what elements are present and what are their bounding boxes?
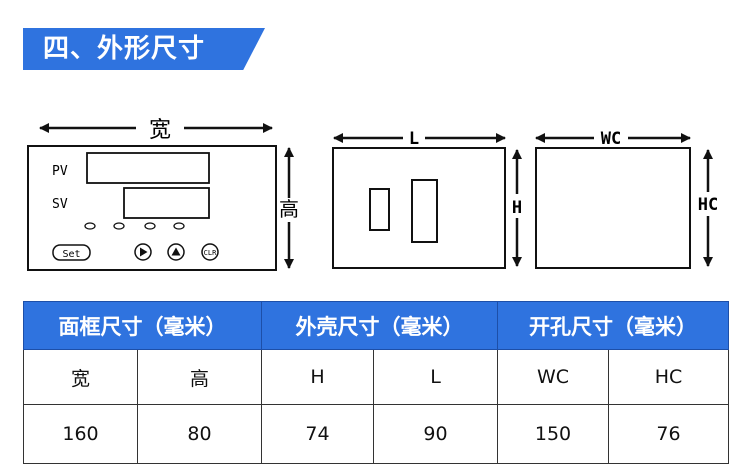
set-button-shape bbox=[52, 244, 91, 261]
length-label: L bbox=[409, 129, 419, 149]
height-label: 高 bbox=[279, 197, 299, 221]
clr-button-shape bbox=[201, 243, 219, 261]
value-cell: 160 bbox=[23, 404, 138, 464]
column-label: 高 bbox=[137, 349, 262, 405]
led-indicator bbox=[113, 222, 125, 230]
led-indicator bbox=[144, 222, 156, 230]
cutout-width-label: WC bbox=[601, 129, 621, 149]
value-cell: 80 bbox=[137, 404, 262, 464]
value-cell: 74 bbox=[261, 404, 374, 464]
cutout-view: WC HC bbox=[535, 129, 718, 269]
sv-label: SV bbox=[52, 197, 68, 212]
table-header-row: 面框尺寸（毫米） 外壳尺寸（毫米） 开孔尺寸（毫米） bbox=[23, 301, 729, 350]
column-label: 宽 bbox=[23, 349, 138, 405]
column-label: H bbox=[261, 349, 374, 405]
pv-display bbox=[86, 152, 210, 184]
side-height-label: H bbox=[512, 198, 522, 218]
dimension-diagram: 宽 高 PV SV Set CLR L bbox=[27, 118, 718, 271]
terminal-slot-small bbox=[369, 188, 390, 231]
pv-label: PV bbox=[52, 164, 68, 179]
side-view: L H bbox=[332, 129, 522, 269]
value-cell: 150 bbox=[497, 404, 609, 464]
sv-display bbox=[123, 187, 210, 219]
group-header-cutout: 开孔尺寸（毫米） bbox=[497, 301, 729, 350]
table-row: 160 80 74 90 150 76 bbox=[23, 404, 729, 464]
table-row: 宽 高 H L WC HC bbox=[23, 349, 729, 405]
column-label: WC bbox=[497, 349, 609, 405]
value-cell: 90 bbox=[373, 404, 498, 464]
column-label: L bbox=[373, 349, 498, 405]
terminal-slot-large bbox=[411, 179, 438, 243]
group-header-housing: 外壳尺寸（毫米） bbox=[261, 301, 498, 350]
group-header-panel: 面框尺寸（毫米） bbox=[23, 301, 262, 350]
clr-button-label: CLR bbox=[204, 249, 217, 257]
led-indicator bbox=[84, 222, 96, 230]
width-label: 宽 bbox=[149, 118, 171, 143]
cutout-height-label: HC bbox=[698, 195, 718, 215]
cutout-outline bbox=[535, 147, 691, 269]
section-title: 四、外形尺寸 bbox=[23, 28, 265, 70]
set-button-label: Set bbox=[62, 249, 80, 260]
value-cell: 76 bbox=[608, 404, 729, 464]
column-label: HC bbox=[608, 349, 729, 405]
led-indicator bbox=[173, 222, 185, 230]
front-panel: 宽 高 PV SV Set CLR bbox=[27, 118, 299, 271]
dimension-table: 面框尺寸（毫米） 外壳尺寸（毫米） 开孔尺寸（毫米） 宽 高 H L WC HC… bbox=[23, 301, 729, 464]
